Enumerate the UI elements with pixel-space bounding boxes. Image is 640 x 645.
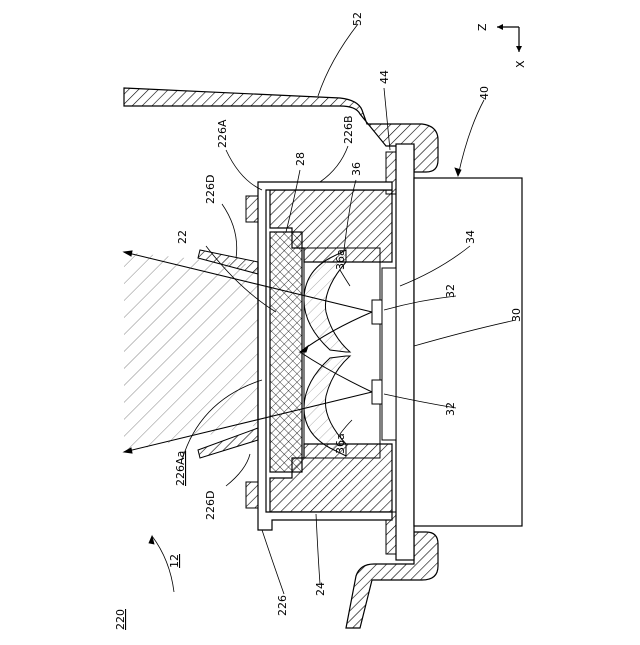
led-bottom <box>372 380 382 404</box>
ref-label-226B: 226B <box>342 115 355 144</box>
ref-label-226D-top: 226D <box>204 175 217 204</box>
ref-label-52: 52 <box>351 12 364 26</box>
ref-label-30: 30 <box>510 308 523 322</box>
ref-label-40: 40 <box>478 86 491 100</box>
ref-label-36a-bottom: 36a <box>334 433 347 454</box>
axis-indicator: Z X <box>476 23 527 68</box>
circuit-board <box>396 144 414 560</box>
ref-label-220: 220 <box>114 609 127 630</box>
ref-label-36: 36 <box>350 162 363 176</box>
led-substrate <box>382 268 396 440</box>
ref-label-226A: 226A <box>216 119 229 148</box>
ref-label-226Aa: 226Aa <box>174 451 187 486</box>
ref-label-36a-top: 36a <box>334 249 347 270</box>
cover-flange-top <box>246 196 258 222</box>
ref-label-226: 226 <box>276 595 289 616</box>
led-top <box>372 300 382 324</box>
ref-label-32-top: 32 <box>444 284 457 298</box>
ref-label-24: 24 <box>314 582 327 596</box>
ref-label-226D-bottom: 226D <box>204 491 217 520</box>
diffuser-plate <box>270 232 302 472</box>
ref-label-28: 28 <box>294 152 307 166</box>
ref-label-34: 34 <box>464 230 477 244</box>
ref-label-32-bottom: 32 <box>444 402 457 416</box>
axis-z-label: Z <box>476 23 489 31</box>
ref-label-22: 22 <box>176 230 189 244</box>
axis-x-label: X <box>514 60 527 68</box>
cover-flange-bottom <box>246 482 258 508</box>
ref-label-12: 12 <box>168 554 181 568</box>
ref-label-44: 44 <box>378 70 391 84</box>
